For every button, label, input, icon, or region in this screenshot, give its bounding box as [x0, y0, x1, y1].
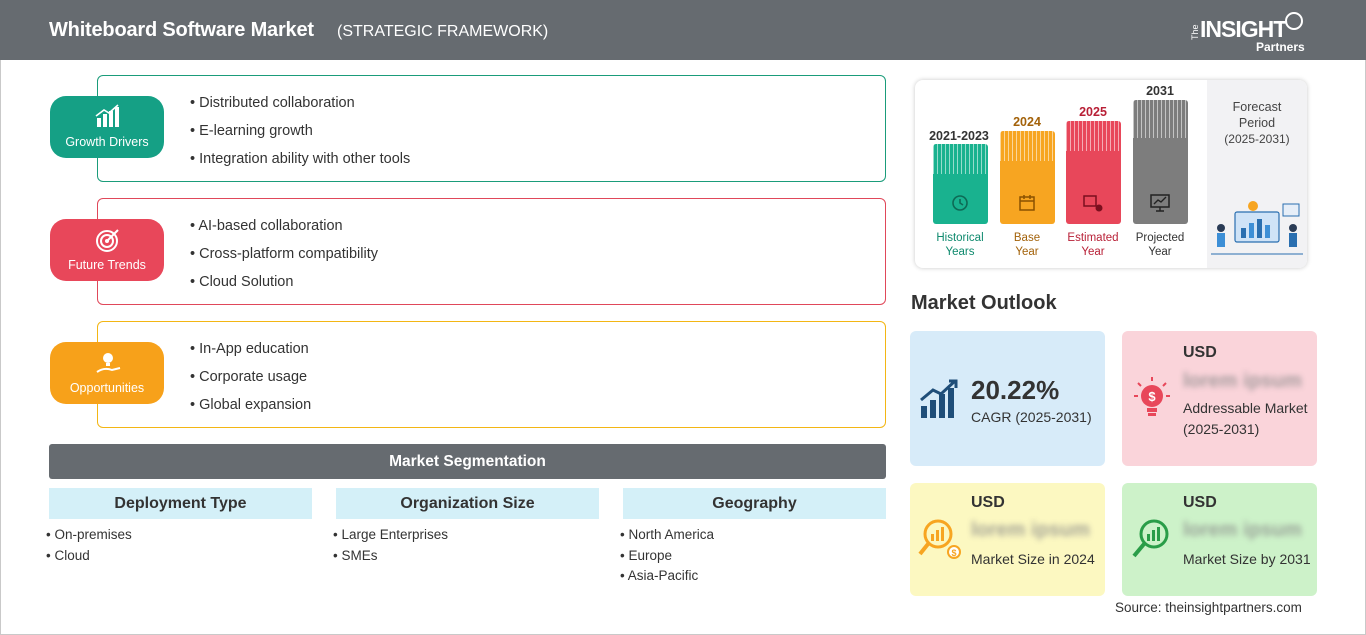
- money-bulb-icon: $: [1134, 377, 1170, 416]
- timeline-label-line: Base: [1013, 232, 1041, 244]
- list-item: Cross-platform compatibility: [190, 246, 378, 274]
- currency-label: USD: [971, 494, 1005, 511]
- timeline-label: Projected Year: [1125, 231, 1195, 259]
- badge-label: Future Trends: [68, 258, 146, 272]
- forecast-line: (2025-2031): [1224, 132, 1290, 146]
- growth-chart-icon: [95, 104, 119, 127]
- timeline-year: 2025: [1079, 105, 1107, 119]
- outlook-label: Market Size by 2031: [1183, 551, 1311, 567]
- market-size-2024-box: $ USD lorem ipsum Market Size in 2024: [910, 483, 1105, 596]
- timeline-bar-historical: [933, 144, 988, 224]
- obscured-value: lorem ipsum: [1183, 519, 1302, 541]
- segment-deployment-type: Deployment Type On-premises Cloud: [49, 488, 312, 568]
- insight-partners-logo: The INSIGHT Partners: [1190, 10, 1310, 54]
- forecast-line: Forecast: [1232, 100, 1282, 114]
- timeline-bar-projected: [1133, 100, 1188, 224]
- magnifier-chart-icon: $: [918, 519, 961, 559]
- list-item: SMEs: [333, 548, 596, 569]
- timeline-label-line: Years: [945, 246, 975, 258]
- market-size-2031-box: USD lorem ipsum Market Size by 2031: [1122, 483, 1317, 596]
- outlook-label: Addressable Market (2025-2031): [1183, 400, 1308, 437]
- segmentation-header: Market Segmentation: [49, 444, 886, 479]
- growth-drivers-card: Distributed collaboration E-learning gro…: [97, 75, 886, 182]
- timeline-label: Estimated Year: [1058, 231, 1128, 259]
- addressable-market-box: $ USD lorem ipsum Addressable Market (20…: [1122, 331, 1317, 466]
- list-item: Distributed collaboration: [190, 95, 410, 123]
- future-trends-badge: Future Trends: [50, 219, 164, 281]
- segment-heading: Organization Size: [336, 488, 599, 519]
- logo-bulb-icon: [1285, 12, 1303, 30]
- timeline-label-line: Projected: [1135, 232, 1185, 244]
- list-item: Cloud: [46, 548, 309, 569]
- timeline-label-line: Year: [1148, 246, 1172, 258]
- list-item: Global expansion: [190, 397, 311, 425]
- header-bar: Whiteboard Software Market (STRATEGIC FR…: [0, 0, 1366, 60]
- presentation-icon: [1150, 194, 1170, 212]
- list-item: Cloud Solution: [190, 274, 378, 302]
- market-outlook-title: Market Outlook: [911, 292, 1057, 314]
- list-item: On-premises: [46, 527, 309, 548]
- logo-sub-text: Partners: [1256, 40, 1305, 54]
- timeline-label-line: Year: [1081, 246, 1105, 258]
- svg-text:$: $: [1148, 389, 1156, 404]
- magnifier-chart-icon: [1132, 519, 1169, 558]
- logo-main-text: INSIGHT: [1200, 16, 1287, 42]
- forecast-panel: Forecast Period (2025-2031): [1207, 80, 1307, 268]
- growth-drivers-badge: Growth Drivers: [50, 96, 164, 158]
- obscured-value: lorem ipsum: [1183, 370, 1302, 392]
- timeline-bar-base: [1000, 131, 1055, 224]
- currency-label: USD: [1183, 344, 1217, 361]
- timeline-label-line: Estimated: [1067, 232, 1119, 244]
- list-item: In-App education: [190, 341, 311, 369]
- cagr-box: 20.22% CAGR (2025-2031): [910, 331, 1105, 466]
- segment-heading: Deployment Type: [49, 488, 312, 519]
- timeline-panel: 2021-2023 Historical Years 2024 Base Yea…: [915, 80, 1307, 268]
- opportunities-badge: Opportunities: [50, 342, 164, 404]
- lightbulb-hand-icon: [96, 353, 121, 373]
- history-icon: [952, 195, 968, 211]
- segment-heading: Geography: [623, 488, 886, 519]
- list-item: Large Enterprises: [333, 527, 596, 548]
- opportunities-card: In-App education Corporate usage Global …: [97, 321, 886, 428]
- segment-geography: Geography North America Europe Asia-Paci…: [623, 488, 886, 589]
- cagr-label: CAGR (2025-2031): [971, 409, 1092, 425]
- forecast-period-label: Forecast Period (2025-2031): [1207, 99, 1307, 147]
- list-item: AI-based collaboration: [190, 218, 378, 246]
- growth-bars-icon: [920, 379, 958, 418]
- timeline-year: 2024: [1013, 115, 1041, 129]
- timeline-label: Historical Years: [925, 231, 995, 259]
- calendar-icon: [1019, 195, 1035, 211]
- obscured-value: lorem ipsum: [971, 519, 1090, 541]
- cagr-value: 20.22%: [971, 375, 1060, 405]
- timeline-label: Base Year: [992, 231, 1062, 259]
- timeline-year: 2021-2023: [929, 129, 989, 143]
- segment-organization-size: Organization Size Large Enterprises SMEs: [336, 488, 599, 568]
- list-item: Integration ability with other tools: [190, 151, 410, 179]
- future-trends-card: AI-based collaboration Cross-platform co…: [97, 198, 886, 305]
- badge-label: Growth Drivers: [65, 135, 149, 149]
- list-item: Corporate usage: [190, 369, 311, 397]
- badge-label: Opportunities: [69, 381, 145, 395]
- timeline-year: 2031: [1146, 84, 1174, 98]
- page-title: Whiteboard Software Market: [49, 19, 314, 41]
- svg-text:$: $: [951, 548, 956, 558]
- list-item: Asia-Pacific: [620, 568, 883, 589]
- timeline-label-line: Historical: [936, 232, 984, 244]
- source-note: Source: theinsightpartners.com: [1115, 600, 1302, 615]
- list-item: North America: [620, 527, 883, 548]
- analytics-people-illustration: [1211, 201, 1303, 255]
- list-item: E-learning growth: [190, 123, 410, 151]
- currency-label: USD: [1183, 494, 1217, 511]
- list-item: Europe: [620, 548, 883, 569]
- page-subtitle: (STRATEGIC FRAMEWORK): [337, 23, 549, 40]
- logo-the-text: The: [1190, 24, 1200, 40]
- outlook-label: Market Size in 2024: [971, 551, 1095, 567]
- forecast-line: Period: [1238, 116, 1276, 130]
- timeline-label-line: Year: [1015, 246, 1039, 258]
- estimate-gear-icon: [1083, 195, 1103, 212]
- timeline-bar-estimated: [1066, 121, 1121, 224]
- target-icon: [96, 229, 119, 252]
